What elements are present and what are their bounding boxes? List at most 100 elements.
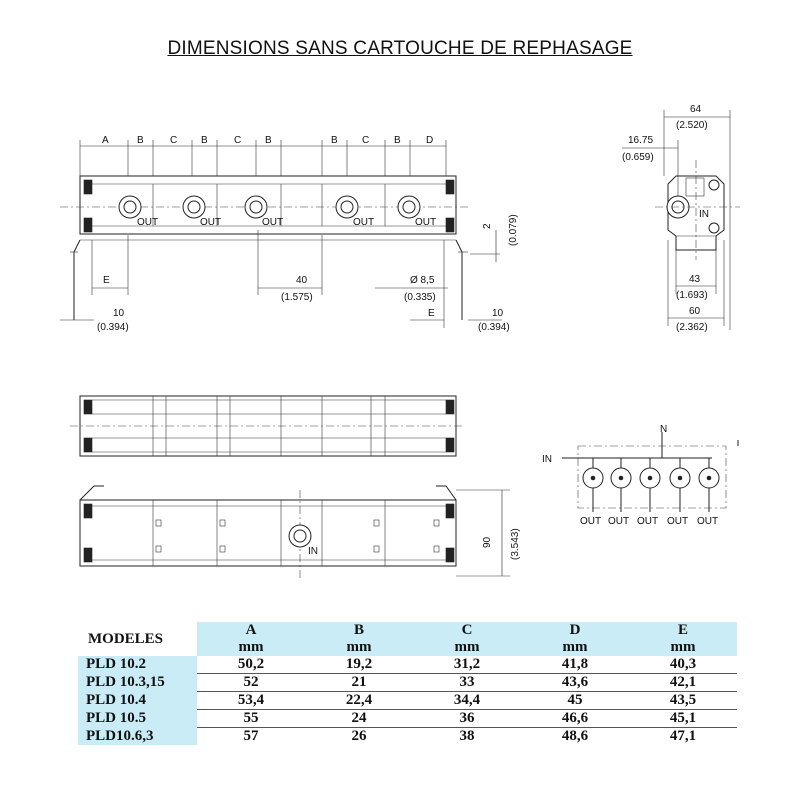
table-cell: 43,6: [521, 673, 629, 692]
models-dimension-table: MODELES A B C D E mm mm mm mm mm PLD 10.…: [78, 622, 737, 745]
table-row: PLD10.6,3 57 26 38 48,6 47,1: [78, 727, 737, 745]
dim-10-right-inch: (0.394): [478, 322, 510, 333]
page-title: DIMENSIONS SANS CARTOUCHE DE REPHASAGE: [167, 38, 633, 59]
dim-hole: Ø 8,5: [410, 275, 435, 286]
table-cell: 22,4: [305, 691, 413, 710]
out-port: [244, 195, 268, 219]
table-cell: 57: [243, 728, 259, 744]
dim-hole-inch: (0.335): [404, 292, 436, 303]
table-cell: 21: [305, 673, 413, 692]
schematic-out-label: OUT: [580, 516, 601, 527]
table-cell: 33: [413, 673, 521, 692]
top-dim-label-b2: B: [201, 135, 208, 146]
table-cell: 31,2: [413, 656, 521, 674]
dim-90: 90: [482, 536, 493, 548]
top-dim-ticks: [79, 140, 447, 176]
schematic-out-label: OUT: [667, 516, 688, 527]
col-unit-c: mm: [413, 639, 521, 656]
table-cell: 43,5: [629, 691, 737, 710]
dim-16-75: 16.75: [628, 135, 653, 146]
out-label: OUT: [262, 217, 283, 228]
top-dim-label-c1: C: [170, 135, 177, 146]
side-view: 64 (2.520) 16.75 (0.659) IN 43 (1.693) 6…: [622, 104, 740, 333]
col-header-c: C: [413, 622, 521, 639]
dim-2: 2: [482, 223, 493, 229]
out-port: [335, 195, 359, 219]
schematic-out-label: OUT: [697, 516, 718, 527]
dim-e-left: E: [103, 275, 110, 286]
front-view: A B C B C B B C B D: [60, 135, 519, 333]
dim-40-inch: (1.575): [281, 292, 313, 303]
table-cell: 34,4: [413, 691, 521, 710]
schematic-motor: [639, 458, 661, 512]
out-label: OUT: [353, 217, 374, 228]
bottom-in-label: IN: [308, 546, 318, 557]
model-name: PLD 10.3,15: [78, 673, 197, 692]
col-unit-a: mm: [197, 639, 305, 656]
dim-43-inch: (1.693): [676, 290, 708, 301]
table-row: PLD 10.4 53,4 22,4 34,4 45 43,5: [78, 691, 737, 710]
top-dim-label-b5: B: [394, 135, 401, 146]
table-cell: 40,3: [629, 656, 737, 674]
out-label: OUT: [415, 217, 436, 228]
table-cell: 36: [413, 709, 521, 728]
bottom-view: IN 90 (3.543): [79, 485, 521, 580]
table-cell: 46,6: [521, 709, 629, 728]
table-cell: 50,2: [197, 656, 305, 674]
col-header-e: E: [629, 622, 737, 639]
dim-60-inch: (2.362): [676, 322, 708, 333]
top-dim-label-a: A: [102, 135, 109, 146]
schematic-motor: [582, 458, 604, 512]
top-view: [70, 395, 465, 457]
side-in-label: IN: [699, 209, 709, 220]
table-cell: 38: [459, 728, 475, 744]
dim-40: 40: [296, 275, 308, 286]
table-row: PLD 10.3,15 52 21 33 43,6 42,1: [78, 673, 737, 692]
table-cell: 26: [351, 728, 367, 744]
top-dim-label-d: D: [426, 135, 433, 146]
model-name: PLD 10.5: [78, 709, 197, 728]
top-dim-label-c2: C: [234, 135, 241, 146]
table-cell: 52: [197, 673, 305, 692]
table-cell: 41,8: [521, 656, 629, 674]
col-unit-d: mm: [521, 639, 629, 656]
schematic-motor: [698, 458, 720, 512]
top-dim-label-c3: C: [362, 135, 369, 146]
top-dim-label-b3: B: [265, 135, 272, 146]
dim-2-inch: (0.079): [508, 214, 519, 246]
model-name: PLD 10.4: [78, 691, 197, 710]
table-cell: 45: [521, 691, 629, 710]
hydraulic-schematic: N IN OUT OUT OUT OUT OUT: [542, 424, 739, 527]
top-dim-label-b4: B: [331, 135, 338, 146]
out-port: [118, 195, 142, 219]
model-name: PLD10.6,3: [78, 727, 197, 745]
dim-e-right: E: [428, 308, 435, 319]
dim-60: 60: [689, 306, 701, 317]
table-cell: 55: [197, 709, 305, 728]
schematic-out-label: OUT: [637, 516, 658, 527]
dim-90-inch: (3.543): [510, 528, 521, 560]
col-unit-e: mm: [629, 639, 737, 656]
schematic-motor: [669, 458, 691, 512]
table-cell: 47,1: [669, 728, 697, 744]
out-port: [182, 195, 206, 219]
schematic-motor: [610, 458, 632, 512]
dim-10-left: 10: [113, 308, 125, 319]
col-header-b: B: [305, 622, 413, 639]
dim-64-inch: (2.520): [676, 120, 708, 131]
models-header: MODELES: [88, 630, 164, 647]
table-cell: 42,1: [629, 673, 737, 692]
dim-16-75-inch: (0.659): [622, 152, 654, 163]
dim-64: 64: [690, 104, 702, 115]
table-cell: 45,1: [629, 709, 737, 728]
dim-10-left-inch: (0.394): [97, 322, 129, 333]
col-header-d: D: [521, 622, 629, 639]
out-label: OUT: [137, 217, 158, 228]
table-cell: 48,6: [561, 728, 589, 744]
out-port: [397, 195, 421, 219]
table-cell: 24: [305, 709, 413, 728]
col-unit-b: mm: [305, 639, 413, 656]
col-header-a: A: [197, 622, 305, 639]
table-cell: 53,4: [197, 691, 305, 710]
